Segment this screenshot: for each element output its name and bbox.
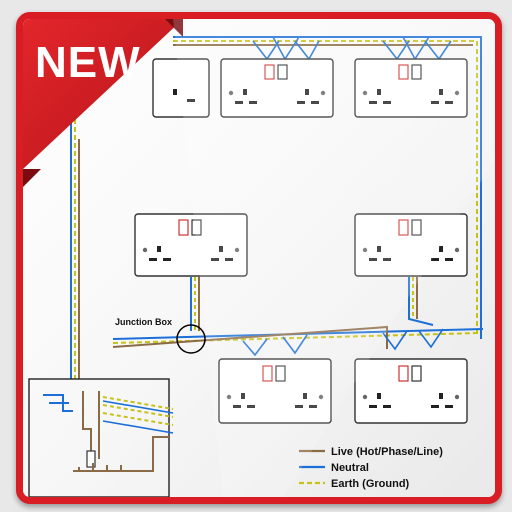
socket-bottom-left	[218, 358, 332, 424]
new-ribbon: NEW	[23, 19, 183, 187]
socket-top-1	[152, 58, 210, 118]
socket-mid-left	[134, 213, 248, 277]
legend-label-live: Live (Hot/Phase/Line)	[331, 446, 443, 458]
socket-top-2	[220, 58, 334, 118]
junction-box-label: Junction Box	[115, 317, 172, 327]
socket-mid-right	[354, 213, 468, 277]
socket-top-3	[354, 58, 468, 118]
middle-ring-wires	[112, 277, 484, 357]
junction-box	[176, 324, 206, 354]
legend: Live (Hot/Phase/Line) Neutral Earth (Gro…	[299, 446, 443, 490]
left-riser-wires	[70, 79, 80, 379]
icon-frame: Junction Box	[16, 12, 502, 504]
legend-label-neutral: Neutral	[331, 462, 369, 474]
new-badge-text: NEW	[35, 38, 141, 87]
legend-label-earth: Earth (Ground)	[331, 478, 410, 490]
wiring-diagram: Junction Box	[23, 19, 495, 497]
consumer-unit	[28, 378, 174, 497]
socket-bottom-right	[354, 358, 468, 424]
